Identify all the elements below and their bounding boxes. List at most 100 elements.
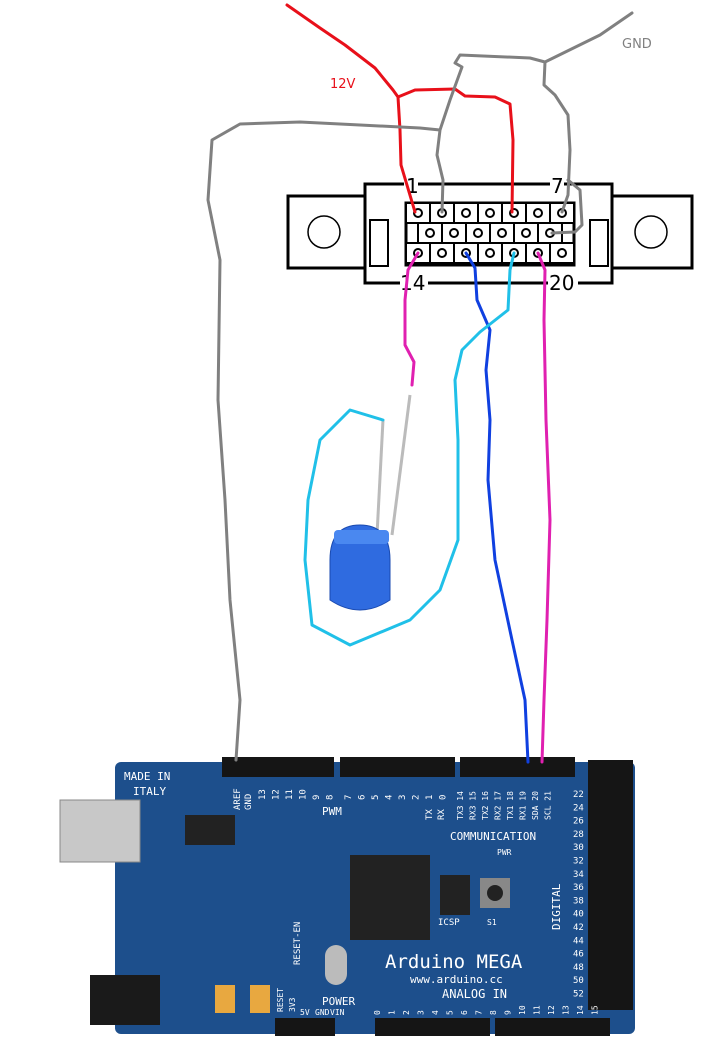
power-pin-label: 3V3 [288, 997, 297, 1012]
power-pin-label: 5V [300, 1008, 310, 1017]
pwm-pin-label: 1 [425, 795, 435, 800]
digital-pin-label: 42 [573, 923, 584, 933]
board-url: www.arduino.cc [410, 973, 503, 986]
capacitor [215, 985, 235, 1013]
digital-pin-label: 34 [573, 870, 584, 880]
digital-pin-label: 24 [573, 803, 584, 813]
header-pwm-low [340, 757, 455, 777]
wire-magenta-pin19 [536, 251, 552, 764]
pwm-pin-label: 9 [312, 795, 322, 800]
analog-pin-label: 13 [562, 1005, 571, 1015]
power-pin-label: VIN [330, 1008, 345, 1017]
digital-label: DIGITAL [550, 883, 563, 930]
analog-pin-label: 1 [388, 1010, 397, 1015]
aref-pin-label: AREF [233, 788, 243, 810]
blue-led [329, 394, 412, 611]
pwm-pin-label: 6 [358, 795, 368, 800]
s1-label: S1 [487, 918, 497, 927]
usb-chip [185, 815, 235, 845]
analog-pin-label: 5 [446, 1010, 455, 1015]
connector-pin [497, 228, 507, 238]
reset-en-label: RESET-EN [293, 922, 303, 965]
pwm-pin-label: 5 [371, 795, 381, 800]
made-in-label: MADE IN [124, 770, 170, 783]
pin-label-7: 7 [551, 174, 564, 198]
connector-pin [437, 248, 447, 258]
pin-label-20: 20 [549, 271, 574, 295]
pwm-pin-label: 11 [285, 789, 295, 800]
analog-pin-label: 0 [373, 1010, 382, 1015]
communication-pin-label: RX2 17 [494, 791, 503, 820]
rx-label: RX [437, 809, 447, 820]
20-pin-connector [286, 182, 694, 285]
digital-pin-label: 50 [573, 976, 584, 986]
analog-pin-label: 8 [489, 1010, 498, 1015]
digital-pin-label: 22 [573, 790, 584, 800]
digital-pin-label: 30 [573, 843, 584, 853]
pwm-pin-label: 10 [299, 789, 309, 800]
wire-gnd [206, 11, 634, 762]
connector-pin [425, 228, 435, 238]
pwm-pin-label: 2 [412, 795, 422, 800]
communication-label: COMMUNICATION [450, 830, 536, 843]
power-pin-label: GND [315, 1008, 330, 1017]
digital-pin-label: 38 [573, 896, 584, 906]
header-power [275, 1018, 335, 1036]
icsp-label: ICSP [438, 918, 460, 928]
mount-hole-icon [307, 215, 341, 249]
communication-pin-label: SCL 21 [544, 791, 553, 820]
connector-pin [461, 208, 471, 218]
digital-pin-label: 40 [573, 910, 584, 920]
digital-pin-label: 44 [573, 936, 584, 946]
pwm-pin-label: 8 [326, 795, 336, 800]
pwm-pin-label: 13 [258, 789, 268, 800]
label-12v: 12V [330, 77, 356, 92]
communication-pin-label: RX1 19 [519, 791, 528, 820]
icsp-header [440, 875, 470, 915]
digital-pin-label: 36 [573, 883, 584, 893]
digital-pin-label: 46 [573, 950, 584, 960]
connector-pin [473, 228, 483, 238]
analog-pin-label: 9 [504, 1010, 513, 1015]
mount-hole-icon [634, 215, 668, 249]
wire-magenta-pin14 [403, 251, 420, 387]
connector-pin [449, 228, 459, 238]
analog-pin-label: 2 [402, 1010, 411, 1015]
pwr-label: PWR [497, 848, 512, 857]
pwm-pin-label: 7 [344, 795, 354, 800]
power-jack [90, 975, 160, 1025]
arduino-mega-board: MADE IN ITALY PWM COMMUNICATION Arduino … [59, 757, 635, 1036]
pwm-label: PWM [322, 805, 342, 818]
gnd-pin-label: GND [244, 794, 254, 810]
wire-blue [464, 251, 530, 764]
label-gnd: GND [622, 37, 652, 52]
analog-pin-label: 7 [475, 1010, 484, 1015]
connector-pin [485, 248, 495, 258]
connector-pin [533, 208, 543, 218]
capacitor [250, 985, 270, 1013]
analog-in-label: ANALOG IN [442, 987, 507, 1001]
communication-pin-label: TX3 14 [456, 791, 465, 820]
crystal [325, 945, 347, 985]
tx-label: TX [425, 809, 435, 820]
italy-label: ITALY [133, 785, 166, 798]
reset-button-cap[interactable] [487, 885, 503, 901]
digital-pin-label: 48 [573, 963, 584, 973]
analog-pin-label: 6 [460, 1010, 469, 1015]
connector-pin [485, 208, 495, 218]
header-analog-low [375, 1018, 490, 1036]
digital-pin-label: 26 [573, 817, 584, 827]
analog-pin-label: 15 [591, 1005, 600, 1015]
communication-pin-label: RX3 15 [469, 791, 478, 820]
communication-pin-label: TX2 16 [481, 791, 490, 820]
digital-pin-label: 52 [573, 990, 584, 1000]
communication-pin-label: SDA 20 [531, 791, 540, 820]
power-label: POWER [322, 995, 355, 1008]
board-name: Arduino MEGA [385, 951, 523, 973]
analog-pin-label: 11 [533, 1005, 542, 1015]
communication-pin-label: TX1 18 [506, 791, 515, 820]
